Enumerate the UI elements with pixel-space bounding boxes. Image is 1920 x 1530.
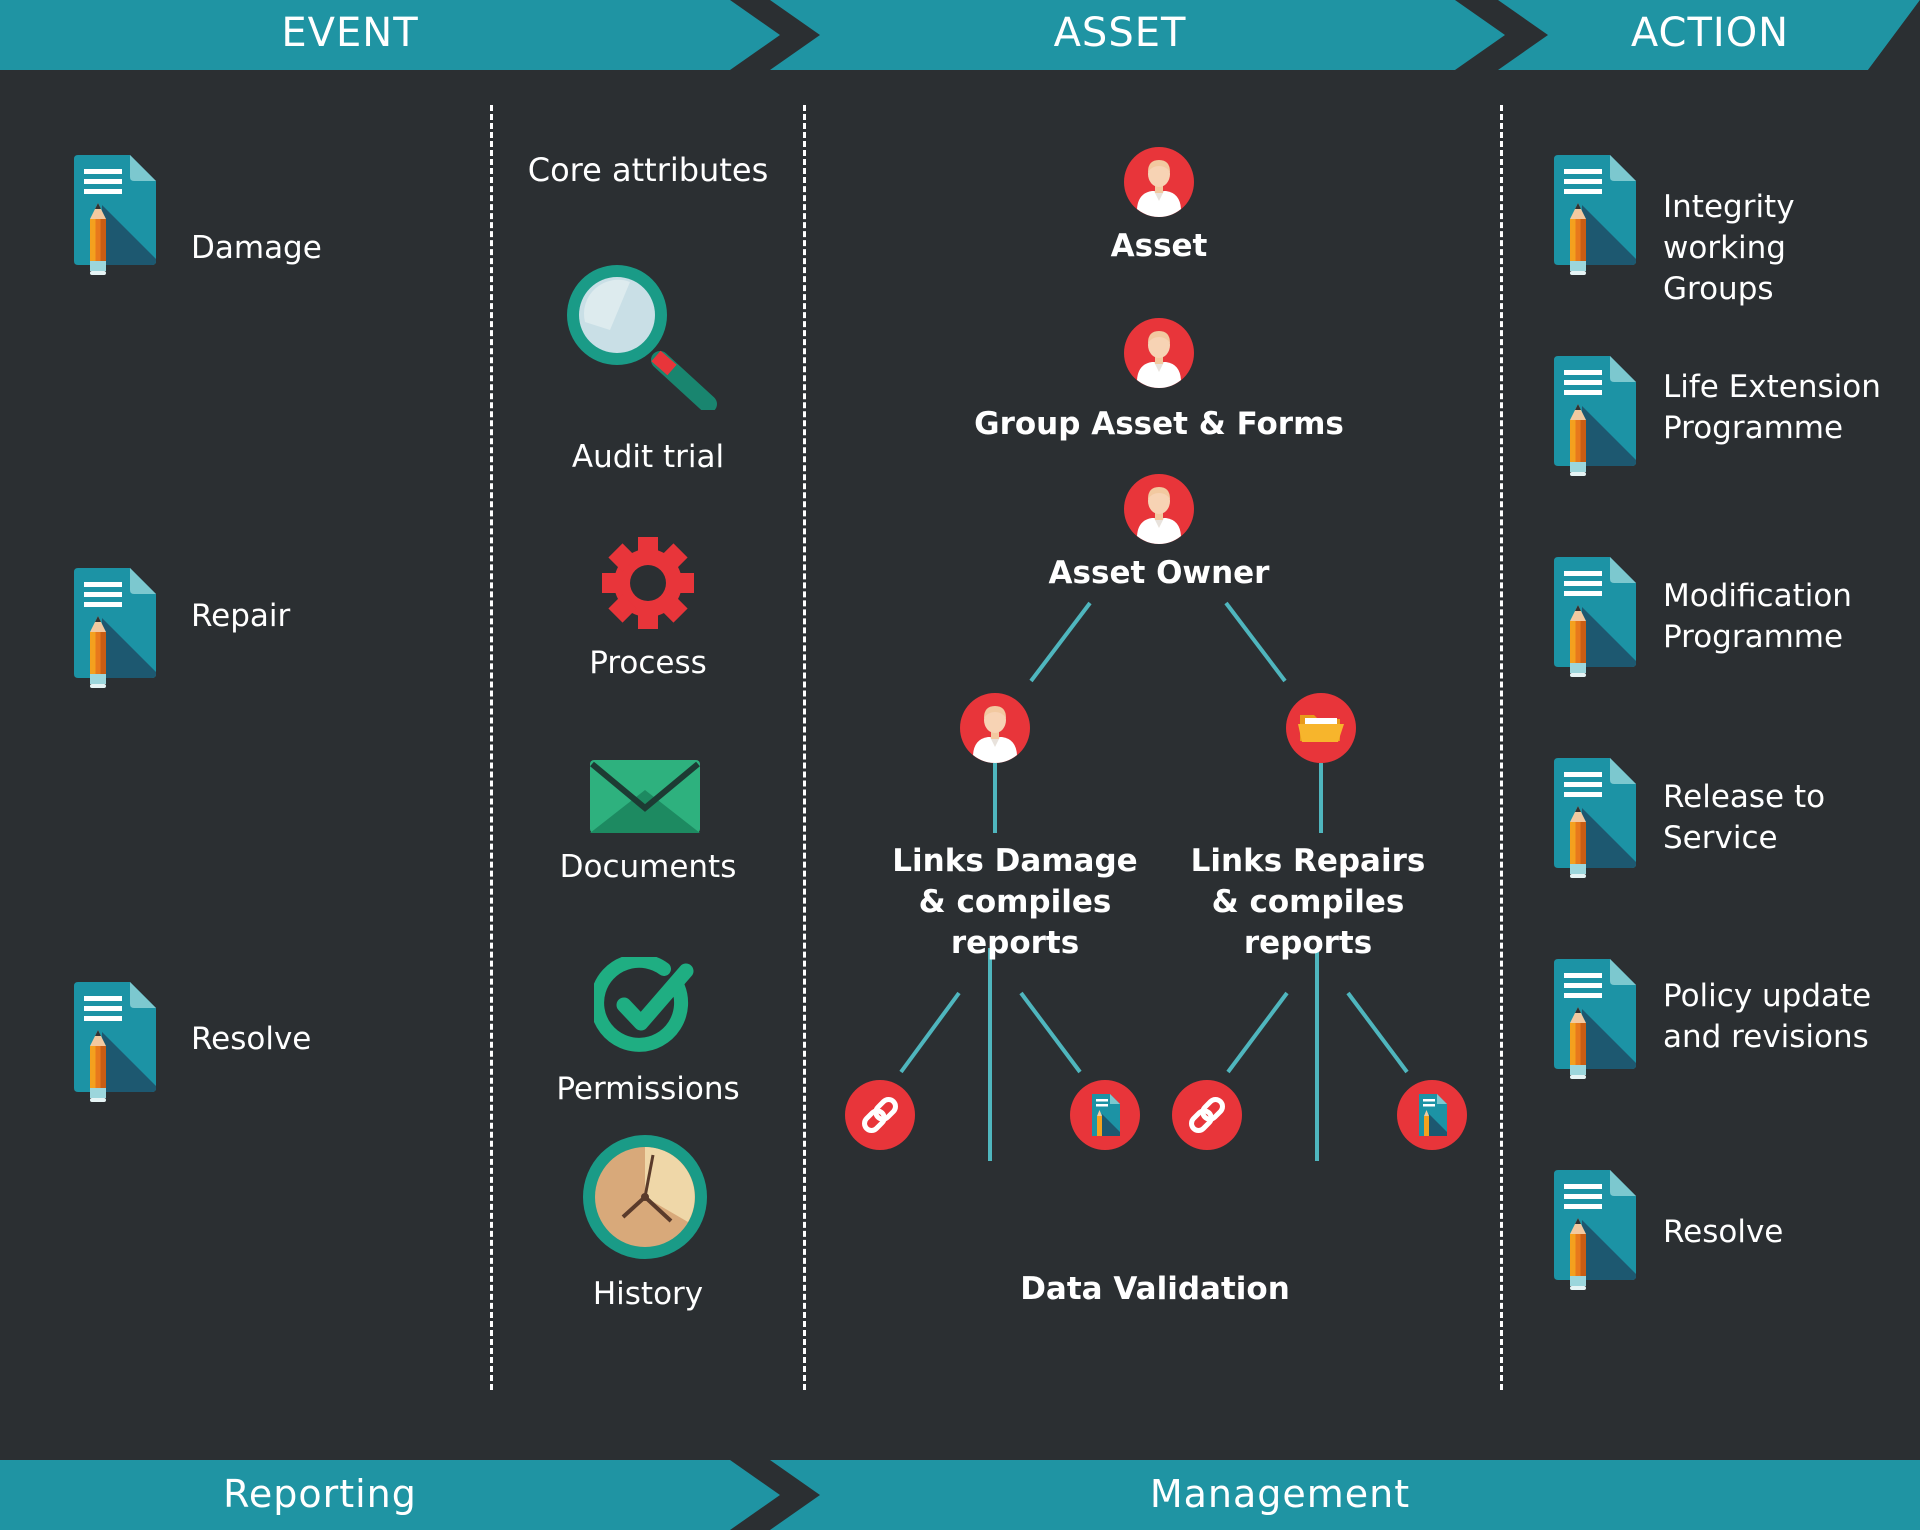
document-icon bbox=[1397, 1080, 1467, 1150]
separator-asset-action bbox=[1500, 105, 1503, 1390]
document-icon bbox=[1070, 1080, 1140, 1150]
document-pencil-icon bbox=[1552, 1170, 1636, 1290]
document-pencil-icon bbox=[1552, 758, 1636, 878]
document-pencil-icon bbox=[72, 982, 156, 1102]
envelope-icon bbox=[590, 760, 700, 833]
footer-management: Management bbox=[1149, 1472, 1411, 1516]
core-item-audit-trial: Audit trial bbox=[571, 439, 725, 475]
action-item-release: Release to Service bbox=[1663, 777, 1913, 859]
link-chain-icon bbox=[845, 1080, 915, 1150]
person-icon bbox=[960, 693, 1030, 763]
header-event: EVENT bbox=[281, 10, 419, 56]
document-pencil-icon bbox=[72, 568, 156, 688]
event-item-damage: Damage bbox=[191, 230, 322, 266]
clock-icon bbox=[583, 1135, 707, 1259]
links-damage-line-2: & compiles reports bbox=[918, 884, 1112, 961]
magnifier-icon bbox=[567, 265, 717, 410]
links-damage-line-1: Links Damage bbox=[892, 843, 1138, 879]
person-icon bbox=[1124, 318, 1194, 388]
core-item-process: Process bbox=[589, 645, 707, 681]
link-chain-icon bbox=[1172, 1080, 1242, 1150]
action-item-line: Programme bbox=[1663, 619, 1844, 655]
action-item-line: Service bbox=[1663, 820, 1778, 856]
header-asset: ASSET bbox=[1053, 10, 1187, 56]
action-item-line: Policy update bbox=[1663, 978, 1872, 1014]
action-item-line: Modification bbox=[1663, 578, 1852, 614]
action-item-line: Life Extension bbox=[1663, 369, 1881, 405]
separator-core-asset bbox=[803, 105, 806, 1390]
header-banner bbox=[0, 0, 1920, 70]
footer-reporting: Reporting bbox=[223, 1472, 417, 1516]
links-repairs-line-2: & compiles reports bbox=[1211, 884, 1405, 961]
document-pencil-icon bbox=[1552, 155, 1636, 275]
core-attributes-title: Core attributes bbox=[527, 151, 769, 189]
action-item-line: Integrity working bbox=[1663, 189, 1795, 266]
core-item-permissions: Permissions bbox=[556, 1071, 740, 1107]
document-pencil-icon bbox=[1552, 356, 1636, 476]
action-item-modification: Modification Programme bbox=[1663, 576, 1913, 658]
header-action: ACTION bbox=[1630, 10, 1790, 56]
event-item-repair: Repair bbox=[191, 598, 291, 634]
asset-node-links-repairs: Links Repairs & compiles reports bbox=[1163, 841, 1453, 964]
person-icon bbox=[1124, 147, 1194, 217]
core-item-history: History bbox=[592, 1276, 704, 1312]
asset-node-asset: Asset bbox=[1110, 228, 1208, 264]
footer-banner bbox=[0, 1460, 1920, 1530]
asset-node-links-damage: Links Damage & compiles reports bbox=[870, 841, 1160, 964]
action-item-line: Programme bbox=[1663, 410, 1844, 446]
document-pencil-icon bbox=[72, 155, 156, 275]
document-pencil-icon bbox=[1552, 959, 1636, 1079]
action-item-resolve: Resolve bbox=[1663, 1212, 1913, 1253]
person-icon bbox=[1124, 474, 1194, 544]
action-item-line: Resolve bbox=[1663, 1214, 1784, 1250]
action-item-life-extension: Life Extension Programme bbox=[1663, 367, 1913, 449]
gear-icon bbox=[602, 537, 694, 629]
asset-node-group-asset: Group Asset & Forms bbox=[974, 406, 1344, 442]
action-item-policy: Policy update and revisions bbox=[1663, 976, 1913, 1058]
folder-icon bbox=[1286, 693, 1356, 763]
asset-node-asset-owner: Asset Owner bbox=[1048, 555, 1270, 591]
action-item-line: Groups bbox=[1663, 271, 1774, 307]
separator-event-core bbox=[490, 105, 493, 1390]
action-item-line: and revisions bbox=[1663, 1019, 1869, 1055]
checkmark-icon bbox=[594, 957, 694, 1052]
action-item-integrity: Integrity working Groups bbox=[1663, 187, 1913, 310]
event-item-resolve: Resolve bbox=[191, 1021, 312, 1057]
document-pencil-icon bbox=[1552, 557, 1636, 677]
links-repairs-line-1: Links Repairs bbox=[1190, 843, 1426, 879]
action-item-line: Release to bbox=[1663, 779, 1826, 815]
core-item-documents: Documents bbox=[559, 849, 737, 885]
data-validation-label: Data Validation bbox=[1020, 1271, 1290, 1307]
